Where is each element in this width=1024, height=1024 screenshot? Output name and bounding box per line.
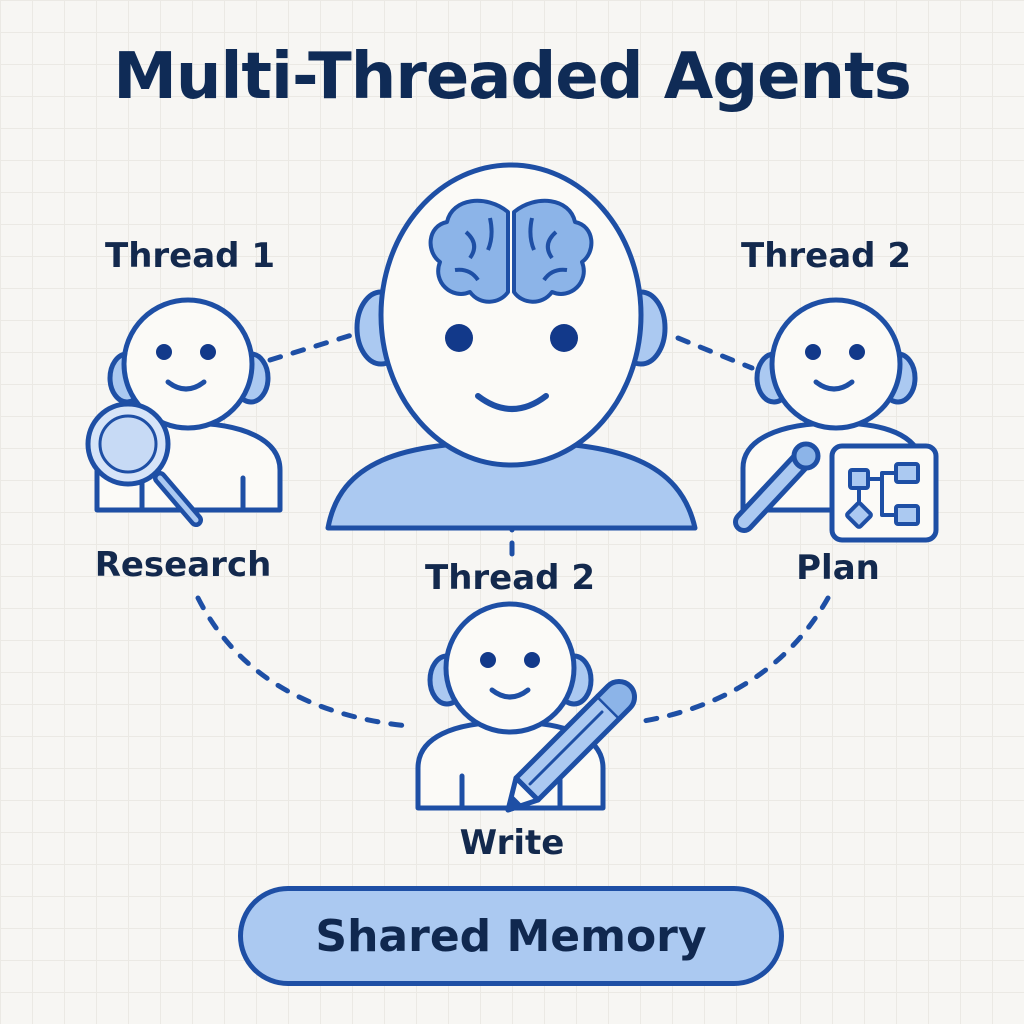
central-agent-head bbox=[378, 162, 644, 468]
marker-icon bbox=[733, 441, 821, 533]
brain-icon bbox=[428, 198, 594, 304]
central-agent bbox=[325, 162, 698, 531]
agent-plan bbox=[733, 297, 939, 543]
task-label-research: Research bbox=[94, 545, 272, 585]
connector-right-bottom bbox=[635, 595, 831, 725]
agent-research-head bbox=[121, 297, 255, 431]
diagram-title: Multi-Threaded Agents bbox=[113, 40, 912, 114]
thread-label-left: Thread 1 bbox=[105, 236, 275, 276]
pencil-icon bbox=[505, 679, 637, 813]
thread-label-bottom: Thread 2 bbox=[425, 558, 595, 598]
connector-left-bottom bbox=[195, 595, 411, 729]
central-agent-eye-left bbox=[445, 324, 473, 352]
shared-memory-box: Shared Memory bbox=[238, 886, 784, 986]
central-agent-smile bbox=[475, 393, 549, 412]
thread-label-right: Thread 2 bbox=[741, 236, 911, 276]
agent-research bbox=[85, 297, 283, 527]
agent-write bbox=[415, 601, 637, 813]
task-label-plan: Plan bbox=[796, 548, 880, 588]
central-agent-eye-right bbox=[550, 324, 578, 352]
agent-plan-head bbox=[769, 297, 903, 431]
connector-central-left bbox=[267, 332, 355, 363]
shared-memory-label: Shared Memory bbox=[315, 910, 707, 962]
magnifying-glass-icon bbox=[85, 401, 203, 527]
flowchart-board-icon bbox=[829, 443, 939, 543]
connector-central-right bbox=[675, 335, 755, 371]
agent-write-head bbox=[443, 601, 577, 735]
task-label-write: Write bbox=[459, 823, 565, 863]
